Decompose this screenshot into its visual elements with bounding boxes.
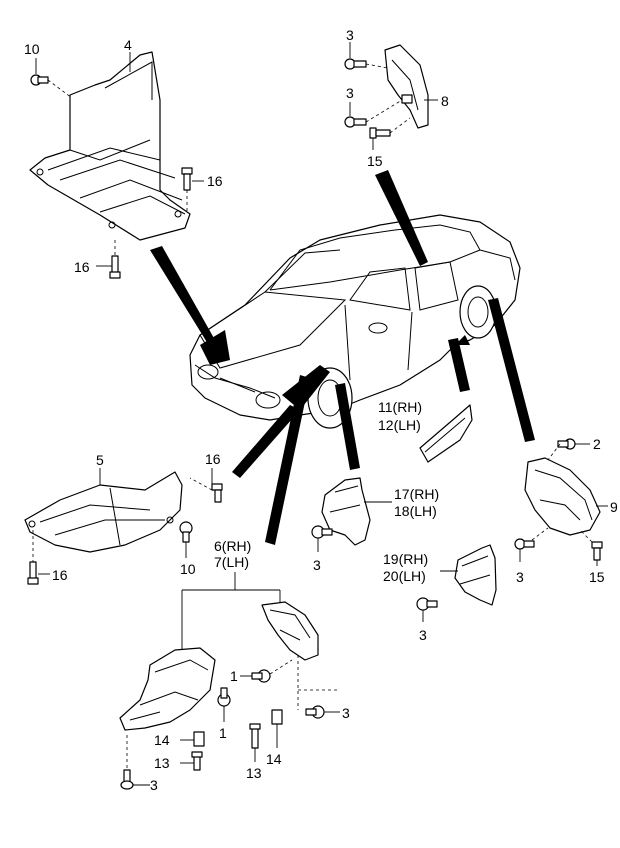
callout-1: 1 [219,725,227,741]
callout-12: 12(LH) [378,417,421,433]
callout-13: 13 [246,765,262,781]
screw-icon [305,705,340,719]
callout-20: 20(LH) [383,568,426,584]
mud-guard-19-20 [440,544,497,606]
bolt-icon [180,751,203,771]
callout-16: 16 [207,173,223,189]
callout-13: 13 [154,755,170,771]
screw-icon [240,659,293,683]
bolt-icon [27,530,50,585]
bolt-icon [579,529,603,566]
mud-guard-17-18 [321,477,392,546]
clip-icon [179,521,193,558]
screw-icon [217,687,231,722]
callout-7: 7(LH) [214,554,249,570]
vehicle-outline [189,214,521,429]
screw-icon [514,527,549,562]
bolt-icon [181,167,204,212]
callout-3: 3 [346,85,354,101]
callout-3: 3 [419,627,427,643]
pointer-arrows [150,170,535,545]
bolt-icon [189,468,223,503]
callout-14: 14 [154,732,170,748]
callout-16: 16 [52,567,68,583]
callout-18: 18(LH) [394,503,437,519]
bolt-icon [30,58,73,99]
engine-under-cover-5 [24,468,183,553]
splash-guard-8 [384,44,438,129]
screw-icon [344,42,389,70]
callout-6: 6(RH) [214,538,251,554]
screw-icon [311,525,333,552]
front-wheel-liner-6-7 [119,572,340,731]
bolt-icon [249,723,261,762]
callout-3: 3 [313,557,321,573]
callout-8: 8 [441,93,449,109]
callout-14: 14 [266,751,282,767]
callout-19: 19(RH) [383,551,428,567]
callout-3: 3 [516,569,524,585]
bolt-icon [369,117,411,150]
screw-icon [416,597,438,622]
callout-3: 3 [346,27,354,43]
clip-icon [180,731,205,747]
screw-icon [344,99,403,128]
garnish-11-12 [419,404,473,463]
callout-16: 16 [74,259,90,275]
callout-15: 15 [589,569,605,585]
callout-2: 2 [593,436,601,452]
screw-icon [120,735,150,790]
callout-9: 9 [610,499,618,515]
callout-10: 10 [180,561,196,577]
screw-icon [547,438,590,461]
callout-17: 17(RH) [394,486,439,502]
callout-5: 5 [96,452,104,468]
wheel-liner-9 [524,457,608,536]
callout-3: 3 [342,705,350,721]
callout-3: 3 [150,777,158,793]
callout-11: 11(RH) [378,399,422,415]
callout-4: 4 [124,37,132,53]
clip-icon [271,709,283,748]
callout-16: 16 [205,451,221,467]
callout-10: 10 [24,41,40,57]
callout-1: 1 [230,668,238,684]
callout-15: 15 [367,153,383,169]
bolt-icon [96,240,121,279]
engine-under-cover-4 [29,51,191,241]
